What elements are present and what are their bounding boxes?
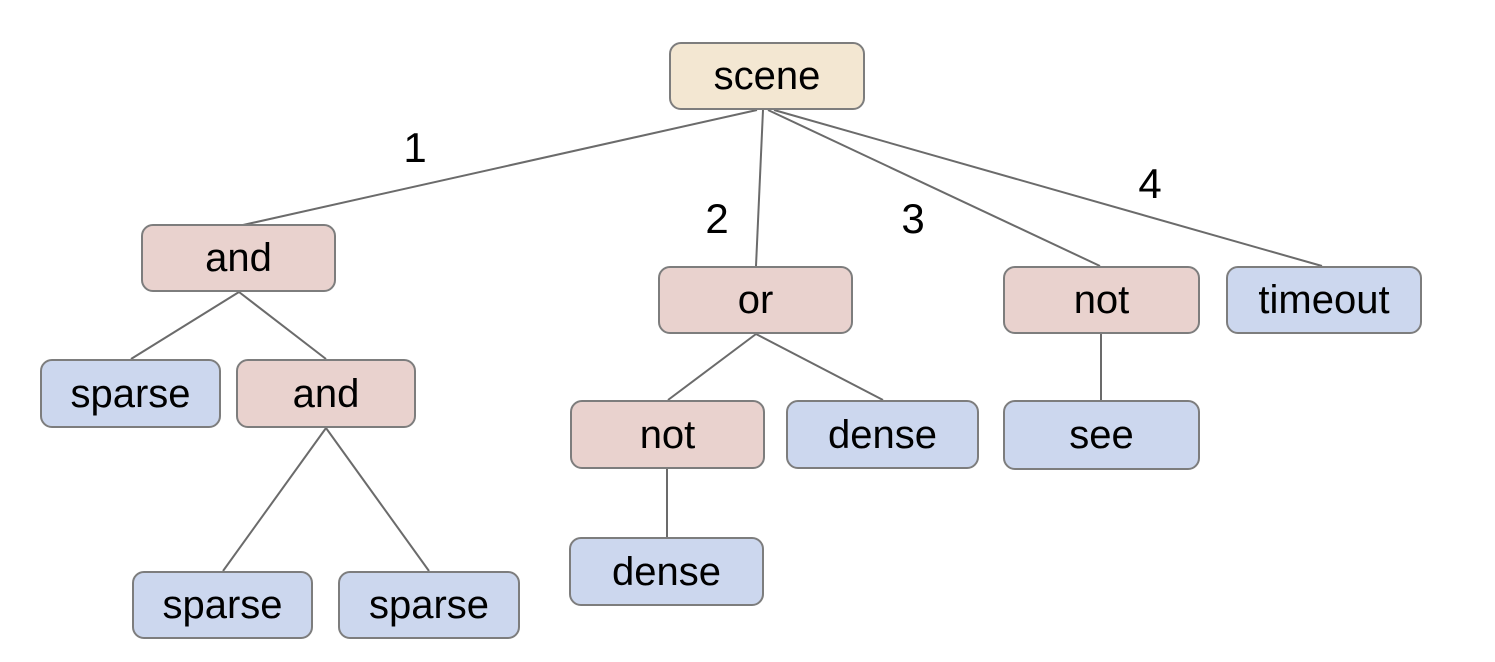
node-sparse-2-label: sparse bbox=[162, 583, 283, 627]
edge-scene-not bbox=[767, 109, 1101, 267]
node-and-1-label: and bbox=[205, 236, 272, 280]
node-and-2-label: and bbox=[292, 371, 360, 416]
edge-label-4: 4 bbox=[1138, 160, 1161, 207]
node-timeout-1-label: timeout bbox=[1258, 278, 1390, 322]
node-sparse-3-label: sparse bbox=[368, 583, 490, 627]
node-sparse-1-label: sparse bbox=[70, 371, 191, 416]
edge-and2-sparse2 bbox=[325, 427, 430, 572]
edge-or-dense bbox=[755, 333, 884, 401]
edge-scene-and bbox=[242, 109, 758, 226]
node-or-1-label: or bbox=[737, 278, 774, 322]
node-dense-2-label: dense bbox=[612, 549, 721, 594]
edge-label-2: 2 bbox=[705, 195, 728, 242]
node-dense-1: dense bbox=[786, 400, 979, 469]
node-timeout-1: timeout bbox=[1226, 266, 1422, 334]
node-not-2-label: not bbox=[639, 412, 696, 457]
edge-scene-or bbox=[755, 109, 764, 267]
node-scene: scene bbox=[669, 42, 865, 110]
node-not-1: not bbox=[1003, 266, 1200, 334]
edge-scene-timeout bbox=[773, 109, 1323, 267]
node-or-1: or bbox=[658, 266, 853, 334]
edge-label-3: 3 bbox=[901, 195, 924, 242]
edge-label-1: 1 bbox=[403, 124, 426, 171]
node-sparse-2: sparse bbox=[132, 571, 313, 639]
node-see-1-label: see bbox=[1069, 413, 1134, 457]
edge-and-and bbox=[238, 291, 327, 360]
node-and-2: and bbox=[236, 359, 416, 428]
edge-and-sparse bbox=[130, 291, 240, 360]
node-not-1-label: not bbox=[1073, 278, 1130, 322]
node-not-2: not bbox=[570, 400, 765, 469]
edge-or-not bbox=[667, 333, 757, 401]
node-dense-2: dense bbox=[569, 537, 764, 606]
node-dense-1-label: dense bbox=[828, 412, 937, 457]
node-see-1: see bbox=[1003, 400, 1200, 470]
node-and-1: and bbox=[141, 224, 336, 292]
node-scene-label: scene bbox=[713, 54, 821, 98]
node-sparse-1: sparse bbox=[40, 359, 221, 428]
node-sparse-3: sparse bbox=[338, 571, 520, 639]
edge-and2-sparse bbox=[222, 427, 327, 572]
